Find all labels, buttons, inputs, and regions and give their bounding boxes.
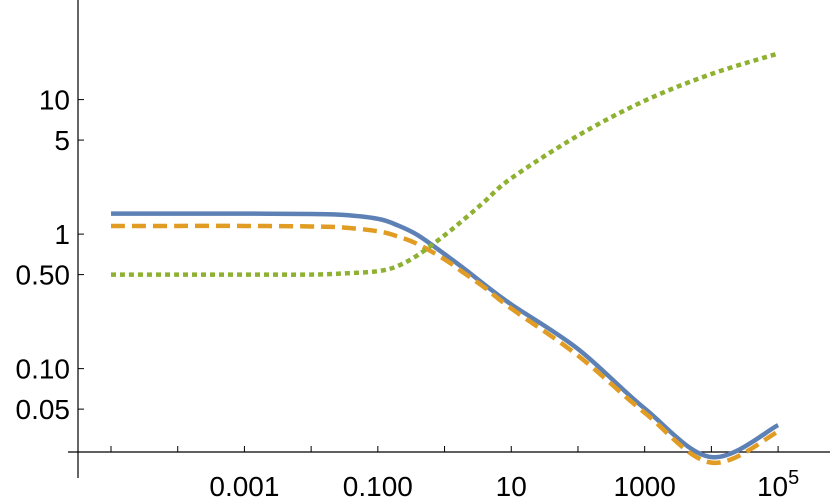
series-line-dashed bbox=[111, 223, 780, 465]
y-tick-label: 0.10 bbox=[16, 354, 71, 385]
series-line-solid bbox=[111, 211, 780, 460]
x-tick-label: 0.100 bbox=[343, 471, 413, 502]
x-tick-label: 105 bbox=[757, 467, 799, 502]
y-tick-label: 5 bbox=[54, 125, 70, 156]
series-layer bbox=[111, 51, 780, 465]
y-tick-label: 0.50 bbox=[16, 260, 71, 291]
y-tick-label: 10 bbox=[39, 85, 70, 116]
y-tick-label: 0.05 bbox=[16, 394, 71, 425]
series-line-dotted bbox=[111, 51, 779, 277]
x-tick-label: 1000 bbox=[614, 471, 676, 502]
x-tick-label: 0.001 bbox=[209, 471, 279, 502]
x-tick-label: 10 bbox=[496, 471, 527, 502]
axes bbox=[68, 0, 830, 478]
tick-labels: 0.05 0.10 0.50 1 5 10 0.001 0.100 10 1000 105 bbox=[16, 85, 800, 502]
y-tick-label: 1 bbox=[54, 219, 70, 250]
